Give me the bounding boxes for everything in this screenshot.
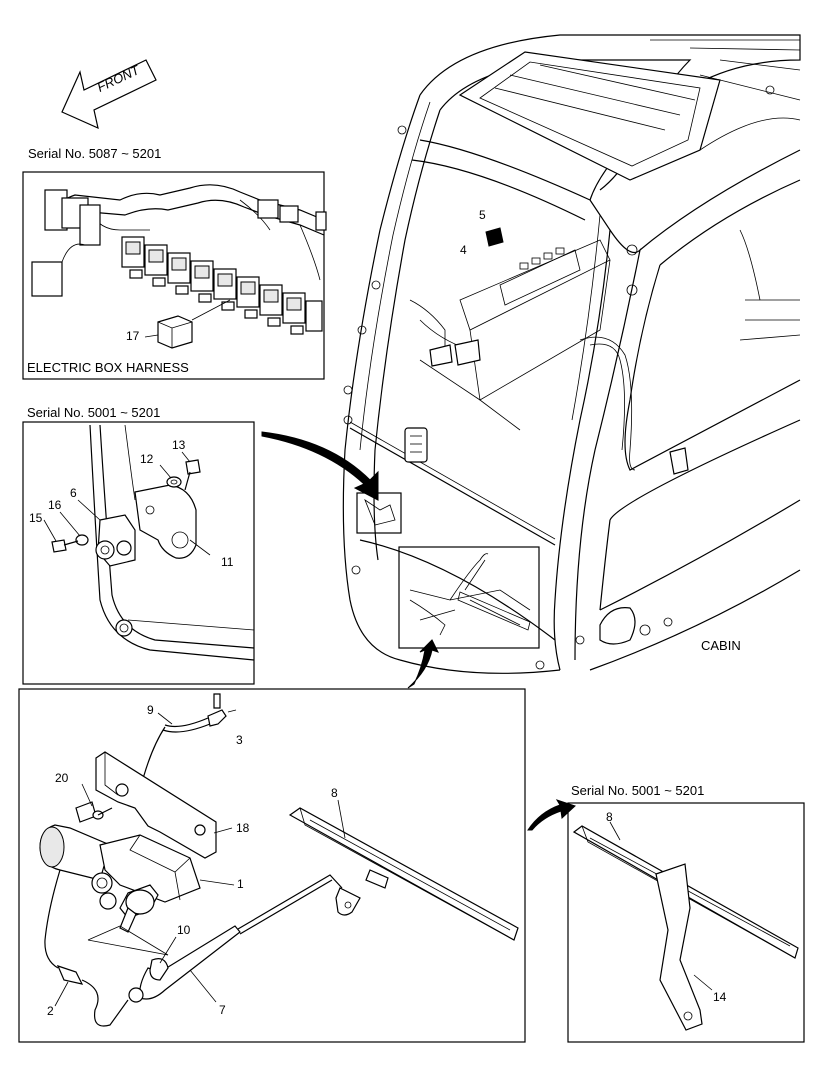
electric-box-caption: ELECTRIC BOX HARNESS: [27, 360, 189, 375]
pointer-arrow-bracket: [261, 431, 379, 501]
bracket-drawing: [43, 424, 255, 661]
wiper-alt-panel: [567, 802, 805, 1043]
bracket-panel: [22, 421, 255, 685]
callout-5: 5: [479, 208, 486, 222]
wiper-assembly-drawing: [39, 693, 519, 1027]
callout-9: 9: [147, 703, 154, 717]
electric-box-harness-drawing: [31, 184, 327, 349]
callout-17: 17: [126, 329, 140, 343]
electric-box-serial: Serial No. 5087 ~ 5201: [28, 146, 162, 161]
callout-10: 10: [177, 923, 191, 937]
callout-7: 7: [219, 1003, 226, 1017]
wiper-alt-drawing: [572, 821, 799, 1031]
electric-box-panel: [22, 171, 325, 380]
front-arrow-icon: [61, 59, 157, 130]
callout-2: 2: [47, 1004, 54, 1018]
callout-16: 16: [48, 498, 62, 512]
detail-box-wiper: [398, 546, 540, 649]
callout-18: 18: [236, 821, 250, 835]
callout-20: 20: [55, 771, 69, 785]
cabin-drawing: [342, 34, 801, 674]
callout-12: 12: [140, 452, 154, 466]
detail-box-bracket: [356, 492, 402, 534]
cabin-caption: CABIN: [701, 638, 741, 653]
callout-8: 8: [331, 786, 338, 800]
bracket-serial: Serial No. 5001 ~ 5201: [27, 405, 161, 420]
callout-11: 11: [221, 555, 234, 569]
pointer-arrow-wiper: [407, 639, 439, 689]
wiper-assembly-panel: [18, 688, 526, 1043]
callout-6: 6: [70, 486, 77, 500]
wiper-alt-serial: Serial No. 5001 ~ 5201: [571, 783, 705, 798]
callout-3: 3: [236, 733, 243, 747]
callout-15: 15: [29, 511, 43, 525]
callout-14: 14: [713, 990, 727, 1004]
callout-1: 1: [237, 877, 244, 891]
callout-13: 13: [172, 438, 186, 452]
callout-8-alt: 8: [606, 810, 613, 824]
callout-4: 4: [460, 243, 467, 257]
